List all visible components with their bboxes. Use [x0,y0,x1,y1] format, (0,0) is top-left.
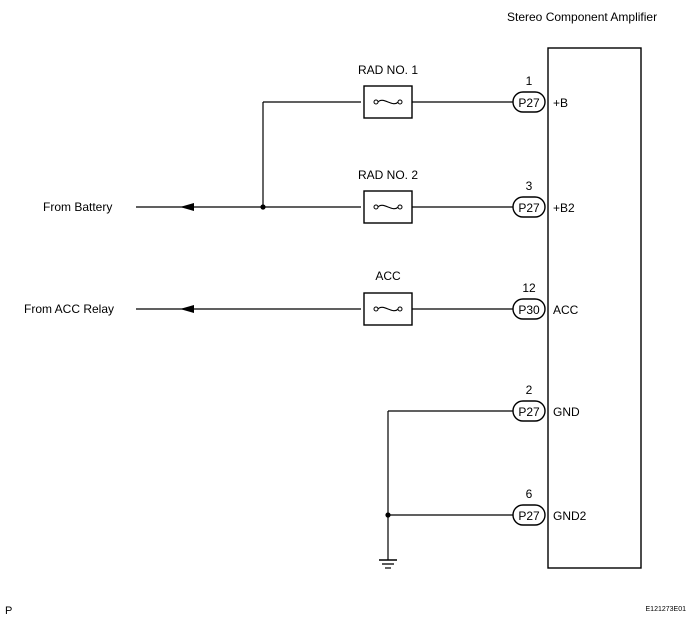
connector-code: P27 [518,201,540,215]
connector-capsule [512,400,546,422]
connector-code: P30 [518,303,540,317]
fuse-label: RAD NO. 1 [358,63,418,77]
amplifier-box [547,47,642,569]
ground-wire [385,410,513,560]
fuse-rad-no-1: RAD NO. 1 [358,63,513,119]
pin-number: 2 [526,383,533,397]
pin-3: 3 P27 +B2 [512,179,575,218]
fuse-label: RAD NO. 2 [358,168,418,182]
amplifier-title: Stereo Component Amplifier [507,10,657,24]
terminal-name: ACC [553,303,579,317]
pin-2: 2 P27 GND [512,383,580,422]
fuse-symbol-icon [373,99,403,105]
connector-capsule [512,91,546,113]
from-battery-label: From Battery [43,200,112,214]
terminal-name: +B2 [553,201,575,215]
connector-code: P27 [518,405,540,419]
fuse-label: ACC [375,269,401,283]
from-acc-relay-label: From ACC Relay [24,302,114,316]
connector-capsule [512,504,546,526]
connector-code: P27 [518,509,540,523]
acc-wire [136,305,361,313]
terminal-name: +B [553,96,568,110]
terminal-name: GND2 [553,509,587,523]
pin-number: 3 [526,179,533,193]
pin-number: 6 [526,487,533,501]
connector-capsule [512,196,546,218]
battery-arrow-icon [180,203,194,211]
fuse-symbol-icon [373,306,403,312]
figure-code: E121273E01 [646,606,687,613]
footer-marker: P [5,605,12,617]
ground-icon [379,559,397,569]
pin-6: 6 P27 GND2 [512,487,587,526]
battery-wire [136,101,361,211]
pin-12: 12 P30 ACC [512,281,579,320]
acc-arrow-icon [180,305,194,313]
fuse-rad-no-2: RAD NO. 2 [358,168,513,224]
terminal-name: GND [553,405,580,419]
connector-code: P27 [518,96,540,110]
connector-capsule [512,298,546,320]
fuse-acc: ACC [363,269,513,326]
pin-1: 1 P27 +B [512,74,568,113]
fuse-symbol-icon [373,204,403,210]
pin-number: 1 [526,74,533,88]
pin-number: 12 [522,281,536,295]
junction-dot [385,512,391,518]
